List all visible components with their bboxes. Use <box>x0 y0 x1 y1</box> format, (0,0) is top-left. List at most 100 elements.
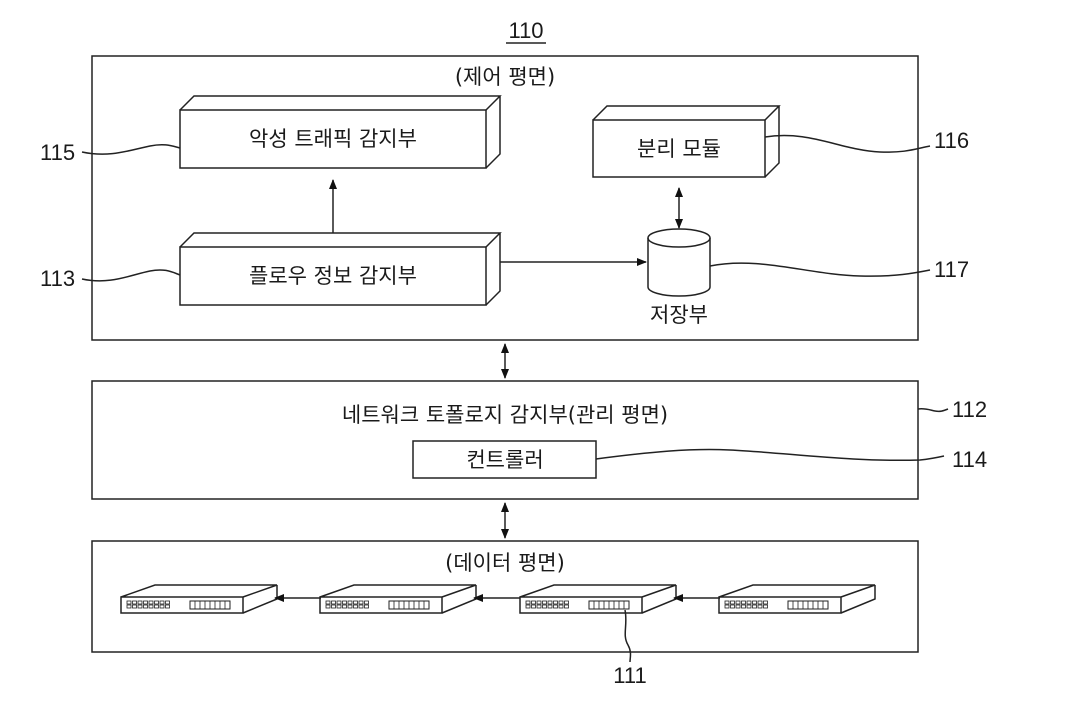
leader-113 <box>81 269 181 282</box>
malicious-traffic-detector-box <box>179 95 502 169</box>
switch-port-icon <box>159 600 165 605</box>
switch-port-icon <box>126 600 132 605</box>
ref-114: 114 <box>952 447 988 472</box>
switch-port-icon <box>148 604 154 609</box>
switch-port-icon <box>730 604 735 609</box>
controller-label: 컨트롤러 <box>466 448 544 472</box>
malicious-traffic-detector-label: 악성 트래픽 감지부 <box>249 127 417 151</box>
control-plane-title: (제어 평면) <box>454 65 556 89</box>
switch-port-icon <box>558 604 564 609</box>
switch-port-icon <box>735 604 741 609</box>
management-plane-frame <box>91 380 919 500</box>
switch-port-icon <box>752 604 757 609</box>
switch-port-icon <box>358 604 364 609</box>
leader-117 <box>709 262 931 277</box>
switch-port-icon <box>536 600 542 605</box>
data-plane-title: (데이터 평면) <box>445 551 565 575</box>
switch-port-icon <box>730 600 735 605</box>
switch-port-icon <box>347 600 353 605</box>
switch-port-icon <box>553 600 558 605</box>
storage-cylinder <box>647 228 711 297</box>
switch-port-icon <box>525 600 531 605</box>
switch-port-icon <box>137 600 143 605</box>
switch-port-icon <box>353 604 358 609</box>
switch-port-icon <box>741 604 746 609</box>
ref-116: 116 <box>934 128 970 153</box>
switch-port-icon <box>132 600 137 605</box>
switch-port-icon <box>159 604 165 609</box>
leader-116 <box>764 134 931 153</box>
switch-port-icon <box>364 600 369 605</box>
switch-port-icon <box>347 604 353 609</box>
switch-port-icon <box>126 604 132 609</box>
ref-111: 111 <box>613 663 647 688</box>
switch-port-icon <box>763 604 768 609</box>
flow-info-detector-box <box>179 232 502 306</box>
switch-port-icon <box>724 604 730 609</box>
leader-111 <box>624 609 632 663</box>
switch-port-icon <box>336 604 342 609</box>
leader-115 <box>81 144 181 155</box>
network-switch <box>718 584 876 614</box>
switch-port-icon <box>564 600 569 605</box>
switch-port-icon <box>325 604 331 609</box>
flow-info-detector-label: 플로우 정보 감지부 <box>249 264 417 288</box>
switch-port-icon <box>336 600 342 605</box>
switch-port-icon <box>542 604 547 609</box>
switch-port-icon <box>165 604 170 609</box>
switch-port-icon <box>137 604 143 609</box>
network-switch <box>519 584 677 614</box>
switch-port-icon <box>325 600 331 605</box>
switch-port-icon <box>148 600 154 605</box>
network-switch <box>319 584 477 614</box>
management-plane-title: 네트워크 토폴로지 감지부(관리 평면) <box>341 403 669 427</box>
figure-ref-110: 110 <box>508 18 544 43</box>
switch-port-icon <box>757 600 763 605</box>
switch-port-icon <box>741 600 746 605</box>
control-plane-frame <box>91 55 919 341</box>
switch-port-icon <box>757 604 763 609</box>
ref-115: 115 <box>40 140 76 165</box>
switch-port-icon <box>746 604 752 609</box>
switch-port-icon <box>752 600 757 605</box>
switch-port-icon <box>531 604 536 609</box>
switch-port-icon <box>553 604 558 609</box>
leader-112 <box>917 408 949 413</box>
switch-port-icon <box>342 604 347 609</box>
isolation-module-label: 분리 모듈 <box>637 137 721 161</box>
ref-117: 117 <box>934 257 970 282</box>
switch-port-icon <box>746 600 752 605</box>
switch-port-icon <box>132 604 137 609</box>
switch-port-icon <box>331 600 336 605</box>
switch-port-icon <box>547 600 553 605</box>
switch-port-icon <box>536 604 542 609</box>
switch-port-icon <box>724 600 730 605</box>
switch-port-icon <box>353 600 358 605</box>
data-plane-frame <box>91 540 919 653</box>
switch-port-icon <box>525 604 531 609</box>
switch-port-icon <box>143 604 148 609</box>
ref-112: 112 <box>952 397 988 422</box>
switch-port-icon <box>154 604 159 609</box>
switch-port-icon <box>564 604 569 609</box>
switch-port-icon <box>154 600 159 605</box>
ref-113: 113 <box>40 266 76 291</box>
switch-port-icon <box>531 600 536 605</box>
switch-port-icon <box>143 600 148 605</box>
switch-port-icon <box>364 604 369 609</box>
controller-box <box>412 440 597 479</box>
leader-114 <box>595 448 945 462</box>
switch-port-icon <box>342 600 347 605</box>
network-switch <box>120 584 278 614</box>
switch-port-icon <box>542 600 547 605</box>
switch-port-icon <box>558 600 564 605</box>
switch-port-icon <box>735 600 741 605</box>
storage-label: 저장부 <box>650 303 708 327</box>
isolation-module-box <box>592 105 781 178</box>
switch-port-icon <box>331 604 336 609</box>
switch-port-icon <box>763 600 768 605</box>
switch-port-icon <box>358 600 364 605</box>
switch-port-icon <box>547 604 553 609</box>
switch-port-icon <box>165 600 170 605</box>
